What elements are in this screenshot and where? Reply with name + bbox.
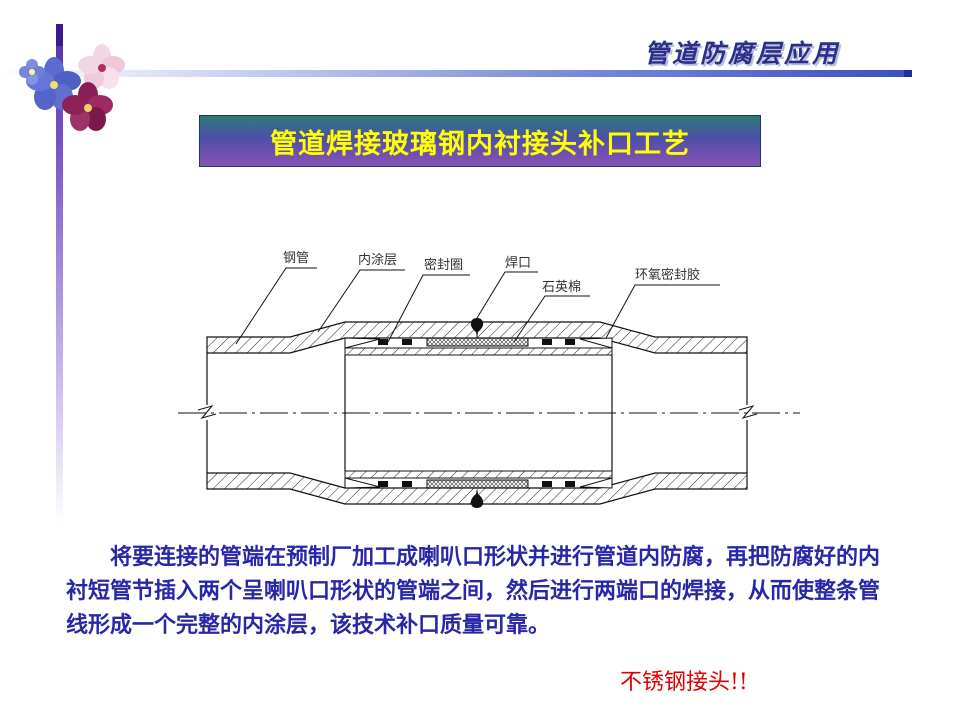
label-seal-ring: 密封圈 <box>424 257 463 273</box>
description-paragraph: 将要连接的管端在预制厂加工成喇叭口形状并进行管道内防腐，再把防腐好的内衬短管节插… <box>66 544 881 638</box>
seal-rings-top <box>378 339 575 345</box>
seal-rings-bottom <box>378 481 575 487</box>
label-steel-pipe: 钢管 <box>283 251 309 266</box>
break-mark-right <box>738 405 758 419</box>
pink-flower <box>78 44 125 89</box>
slide-title: 管道焊接玻璃钢内衬接头补口工艺 <box>199 115 761 167</box>
quartz-wool-bottom <box>426 479 529 489</box>
liner-pipe-top <box>344 347 613 356</box>
side-accent-bar <box>56 24 63 524</box>
header-title: 管道防腐层应用 <box>643 39 840 68</box>
magenta-flower <box>62 82 113 131</box>
liner-flare-top <box>344 337 613 349</box>
stainless-joint-note: 不锈钢接头!! <box>620 670 748 695</box>
header-rule <box>0 70 912 77</box>
break-mark-left <box>197 405 217 419</box>
quartz-wool-top <box>426 337 529 347</box>
liner-pipe-bottom <box>344 470 613 479</box>
label-epoxy-sealant: 环氧密封胶 <box>635 267 700 283</box>
header-rule-tip <box>904 70 912 77</box>
small-blue-flower <box>19 59 45 85</box>
label-weld: 焊口 <box>505 255 531 271</box>
side-accent-bar-cap <box>56 24 63 46</box>
label-quartz-wool: 石英棉 <box>542 280 581 295</box>
flower-decoration-icon <box>19 44 125 131</box>
blue-flower <box>26 57 81 110</box>
weld-bead-bottom <box>470 488 484 508</box>
label-inner-coating: 内涂层 <box>358 252 397 268</box>
pipe-joint-diagram: 钢管 内涂层 密封圈 焊口 石英棉 环氧密封胶 <box>178 251 800 508</box>
liner-flare-bottom <box>344 477 613 489</box>
